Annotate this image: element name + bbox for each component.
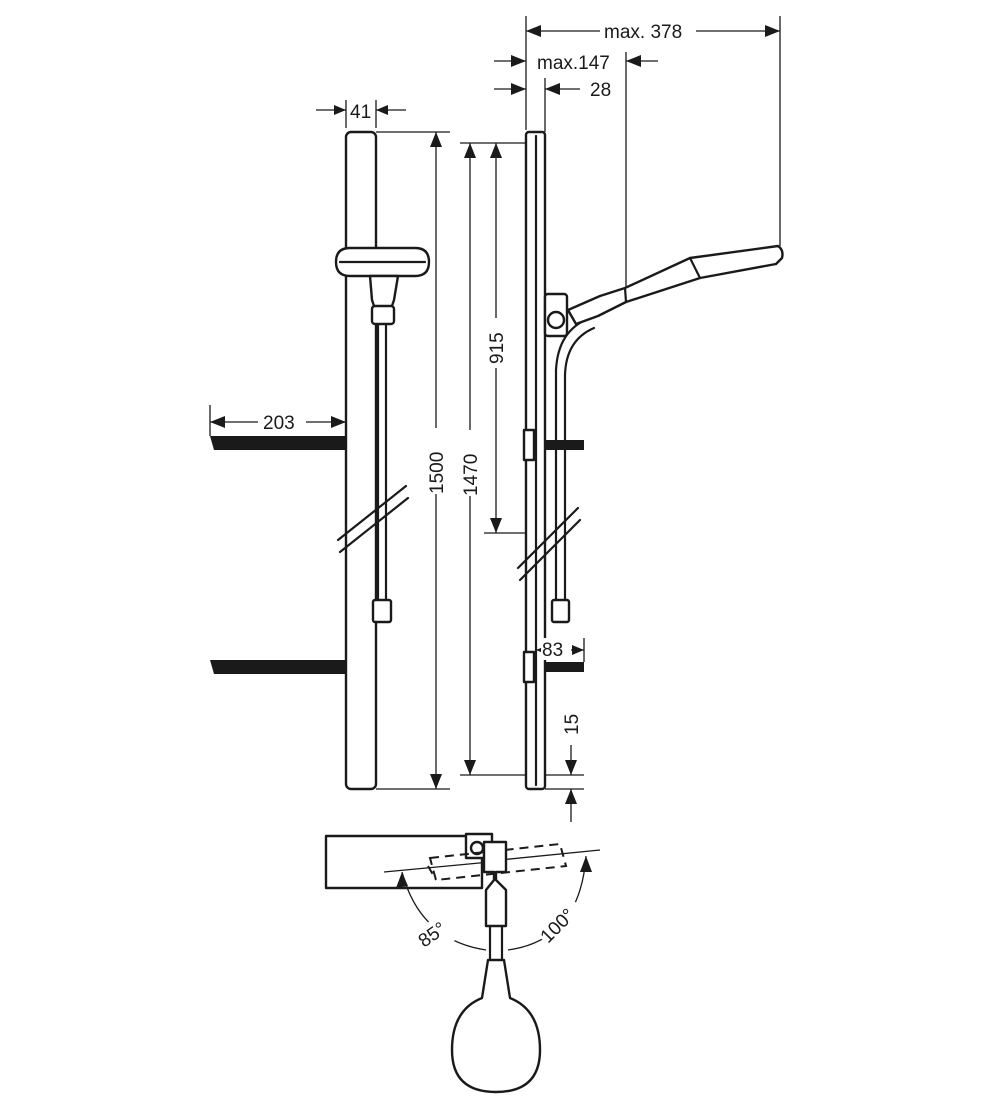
- dimension-41: 41: [316, 100, 406, 128]
- hose-connector-side: [550, 598, 571, 624]
- side-wall-bracket-lower: [545, 662, 584, 672]
- wall-bracket-upper: [210, 436, 346, 450]
- dim-label-15: 15: [562, 714, 583, 735]
- dim-label-1470: 1470: [461, 454, 482, 496]
- hand-shower-side: [566, 244, 784, 326]
- dimension-28: 28: [494, 78, 611, 132]
- hand-shower-top: [450, 958, 542, 1094]
- dimension-15: 15: [545, 714, 584, 822]
- front-view: 41 203 1500: [209, 100, 450, 791]
- dimension-max-147: max.147: [494, 52, 658, 288]
- dimension-max-378: max. 378: [525, 16, 781, 246]
- shower-arm-top: [482, 840, 508, 928]
- dim-label-28: 28: [590, 80, 611, 101]
- dim-label-203: 203: [263, 413, 295, 434]
- wall-bracket-lower: [210, 660, 346, 674]
- dimension-83: 83: [536, 638, 585, 662]
- break-mark: [336, 484, 408, 542]
- dim-label-41: 41: [350, 102, 371, 123]
- hose-connector: [371, 598, 393, 624]
- slider-holder: [370, 304, 396, 326]
- dim-label-max-378: max. 378: [604, 22, 682, 43]
- dim-label-83: 83: [542, 640, 563, 661]
- shower-hose-side: [554, 316, 592, 607]
- slider-knob: [546, 310, 566, 330]
- dimension-203: 203: [209, 405, 346, 436]
- rotated-position-outline: [428, 842, 568, 882]
- dim-label-1500: 1500: [427, 452, 448, 494]
- top-view: 85° 100°: [324, 832, 601, 1094]
- shower-rail: [344, 130, 378, 791]
- dim-label-max-147: max.147: [537, 53, 610, 74]
- side-view: max. 378 max.147 28 83: [494, 16, 784, 822]
- height-dimensions: 1470 915: [459, 142, 526, 776]
- break-mark-side: [516, 506, 580, 570]
- dim-label-915: 915: [487, 332, 508, 364]
- dimension-1500: 1500: [376, 131, 450, 790]
